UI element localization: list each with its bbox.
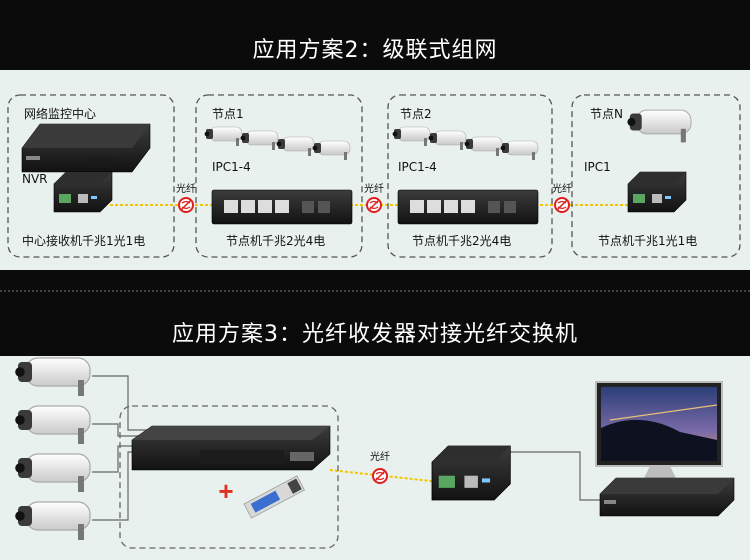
fiber-label-2: 光纤 [364, 184, 384, 195]
group-box-node2 [387, 94, 553, 258]
camera-icon [464, 136, 503, 157]
nvr-icon [599, 477, 735, 517]
scheme3-title: 应用方案3：光纤收发器对接光纤交换机 [172, 322, 578, 347]
fiber-badge-icon [178, 197, 194, 213]
fiber-label-scheme3: 光纤 [370, 452, 390, 463]
fiber-label-1: 光纤 [176, 184, 196, 195]
plus-sign: + [218, 476, 233, 506]
group-title-center: 网络监控中心 [24, 107, 97, 121]
fiber-badge-icon [366, 197, 382, 213]
media-converter-icon [627, 171, 687, 213]
switch-icon [211, 189, 353, 225]
nvr-icon [21, 123, 151, 173]
fiber-label-3: 光纤 [552, 184, 572, 195]
fiber-badge-icon [554, 197, 570, 213]
media-converter-icon [431, 445, 511, 501]
camera-icon [428, 130, 467, 151]
camera-icon [14, 357, 92, 397]
camera-icon [312, 140, 351, 161]
nodeN-converter-label: 节点机千兆1光1电 [598, 234, 698, 248]
camera-icon [276, 136, 315, 157]
group-title-node2: 节点2 [400, 107, 432, 121]
scheme2-header: 应用方案2：级联式组网 [0, 0, 750, 70]
group-box-center [7, 94, 175, 258]
node2-switch-label: 节点机千兆2光4电 [412, 234, 512, 248]
camera-icon [500, 140, 539, 161]
camera-icon [14, 405, 92, 445]
switch-group-box [119, 405, 339, 549]
switch-icon [397, 189, 539, 225]
camera-icon [626, 109, 692, 144]
nodeN-cameras-label: IPC1 [584, 160, 611, 174]
media-converter-icon [53, 171, 113, 213]
node2-cameras-label: IPC1-4 [398, 160, 437, 174]
section-divider [0, 290, 750, 292]
scheme3-header: 应用方案3：光纤收发器对接光纤交换机 [0, 300, 750, 354]
camera-icon [14, 453, 92, 493]
group-box-nodeN [571, 94, 741, 258]
monitor-icon [595, 381, 723, 478]
scheme2-title: 应用方案2：级联式组网 [252, 38, 498, 63]
node1-switch-label: 节点机千兆2光4电 [226, 234, 326, 248]
camera-icon [204, 126, 243, 147]
group-title-node1: 节点1 [212, 107, 244, 121]
nvr-label: NVR [22, 172, 48, 186]
group-title-nodeN: 节点N [590, 107, 623, 121]
camera-icon [14, 501, 92, 541]
camera-icon [240, 130, 279, 151]
switch-icon [131, 425, 331, 471]
sfp-module-icon [243, 475, 305, 519]
node1-cameras-label: IPC1-4 [212, 160, 251, 174]
center-converter-label: 中心接收机千兆1光1电 [22, 234, 146, 248]
fiber-badge-icon [372, 468, 388, 484]
group-box-node1 [195, 94, 363, 258]
camera-icon [392, 126, 431, 147]
